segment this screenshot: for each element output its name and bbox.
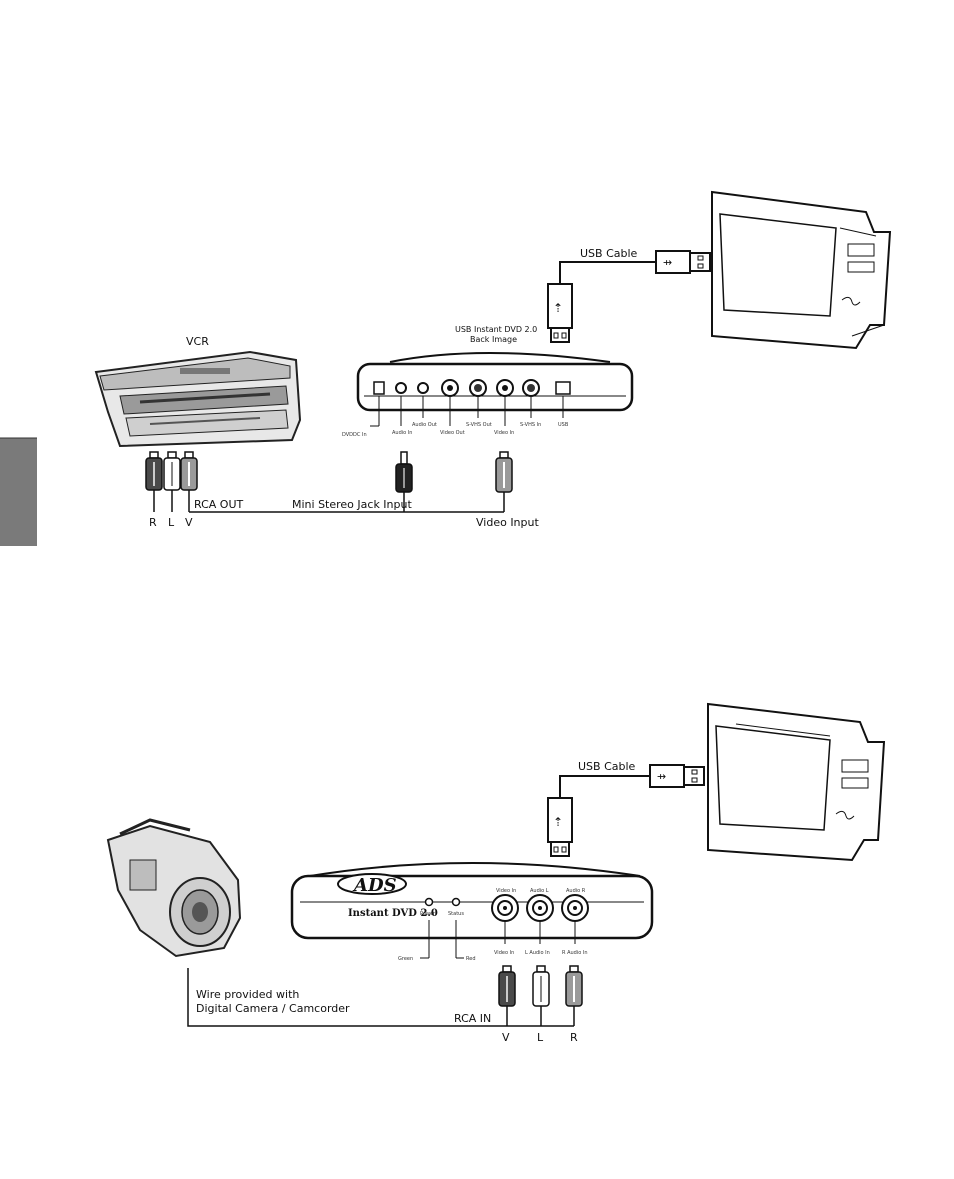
- computer-monitor-2: [707, 702, 886, 862]
- port-label: DVDDC In: [342, 432, 367, 438]
- audio-out-port: [417, 382, 429, 394]
- port-label: S-VHS Out: [466, 422, 492, 428]
- usb-cable-label: USB Cable: [580, 247, 638, 260]
- usb-symbol-icon: ⇸: [663, 256, 672, 269]
- audio-in-port: [395, 382, 407, 394]
- rca-out-label: RCA OUT: [194, 498, 244, 511]
- instant-dvd-front-panel: ADS Instant DVD 2.0 Power Status Green R…: [290, 862, 654, 962]
- rca-out-cables: RCA OUT Mini Stereo Jack Input Video Inp…: [145, 451, 539, 529]
- rca-in-cables: Wire provided with Digital Camera / Camc…: [187, 965, 583, 1044]
- plug-r-label: R: [570, 1031, 578, 1044]
- port-bottom-label: Video In: [494, 950, 514, 956]
- plug-r-label: R: [149, 516, 157, 529]
- port-label: USB: [558, 422, 569, 428]
- usb-port: [555, 381, 571, 395]
- rca-in-label: RCA IN: [454, 1012, 491, 1025]
- plug-l-label: L: [168, 516, 175, 529]
- port-top-label: Audio L: [530, 888, 549, 894]
- port-top-label: Video In: [496, 888, 516, 894]
- diagram-camcorder-connection: USB Cable ⇸ ⇡ ADS: [106, 702, 886, 1044]
- dc-in-port: [373, 381, 385, 395]
- status-led: [451, 897, 461, 907]
- wire-note: Wire provided with: [196, 988, 299, 1001]
- port-top-label: Audio R: [566, 888, 586, 894]
- led-tag: Green: [398, 956, 413, 962]
- port-label: Audio In: [392, 430, 412, 436]
- computer-monitor-1: [711, 190, 892, 350]
- usb-cable-2: USB Cable ⇸ ⇡: [547, 760, 705, 857]
- camcorder-device: [106, 818, 242, 958]
- usb-cable-label: USB Cable: [578, 760, 636, 773]
- usb-symbol-icon: ⇸: [657, 770, 666, 783]
- instant-dvd-back-panel: USB Instant DVD 2.0 Back Image: [342, 325, 634, 438]
- product-name: Instant DVD 2.0: [348, 908, 438, 919]
- diagram-vcr-connection: USB Cable ⇸ ⇡ VCR USB Ins: [94, 190, 892, 529]
- vcr-label: VCR: [186, 335, 209, 348]
- mini-jack-label: Mini Stereo Jack Input: [292, 498, 412, 511]
- plug-l-label: L: [537, 1031, 544, 1044]
- plug-v-label: V: [502, 1031, 510, 1044]
- port-label: Video In: [494, 430, 514, 436]
- vcr-device: VCR: [94, 335, 302, 448]
- power-led: [424, 897, 434, 907]
- ads-logo-text: ADS: [352, 875, 397, 896]
- wire-note: Digital Camera / Camcorder: [196, 1002, 350, 1015]
- port-label: Audio Out: [412, 422, 437, 428]
- usb-cable-1: USB Cable ⇸ ⇡: [547, 247, 711, 343]
- usb-symbol-icon: ⇡: [553, 301, 563, 315]
- video-input-label: Video Input: [476, 516, 539, 529]
- side-tab: [0, 438, 37, 546]
- ads-logo: [337, 873, 407, 895]
- port-label: S-VHS In: [520, 422, 541, 428]
- port-label: Video Out: [440, 430, 465, 436]
- usb-symbol-icon: ⇡: [553, 815, 563, 829]
- port-bottom-label: L Audio In: [525, 950, 550, 956]
- plug-v-label: V: [185, 516, 193, 529]
- port-bottom-label: R Audio In: [562, 950, 588, 956]
- device-caption: USB Instant DVD 2.0: [455, 325, 537, 334]
- status-label: Status: [448, 911, 464, 917]
- device-caption: Back Image: [470, 335, 517, 344]
- power-label: Power: [420, 911, 436, 917]
- led-tag: Red: [466, 956, 476, 962]
